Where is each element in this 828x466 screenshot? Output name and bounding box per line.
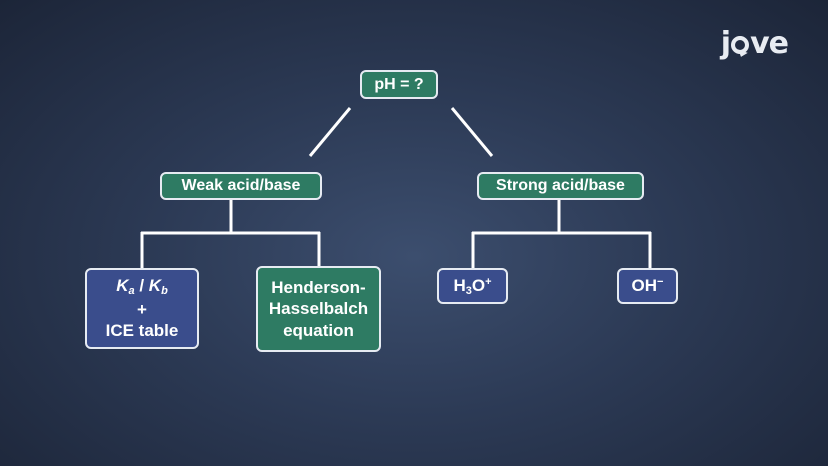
weak-acid-base-node: Weak acid/base xyxy=(160,172,322,200)
root-to-strong-line xyxy=(450,107,494,157)
ka-kb-ice-node: Ka / Kb + ICE table xyxy=(85,268,199,349)
speech-bubble-o-icon xyxy=(731,36,750,54)
oh-label: OH− xyxy=(631,276,664,295)
strong-acid-base-node: Strong acid/base xyxy=(477,172,644,200)
strong-acid-base-label: Strong acid/base xyxy=(496,177,625,194)
ph-root-label: pH = ? xyxy=(374,75,424,93)
ka-kb-line: Ka / Kb xyxy=(116,276,168,298)
root-to-weak-line xyxy=(308,107,352,157)
h3o-node: H3O+ xyxy=(437,268,508,304)
henderson-hasselbalch-node: Henderson- Hasselbalch equation xyxy=(256,266,381,352)
ice-table-line: ICE table xyxy=(105,321,179,341)
weak-acid-base-label: Weak acid/base xyxy=(181,177,301,194)
logo-text-right: ve xyxy=(750,26,789,61)
oh-node: OH− xyxy=(617,268,678,304)
plus-line: + xyxy=(137,300,147,320)
ph-root-node: pH = ? xyxy=(360,70,438,99)
henderson-line1: Henderson- xyxy=(271,278,366,298)
h3o-label: H3O+ xyxy=(453,275,492,297)
henderson-line3: equation xyxy=(283,320,354,340)
henderson-line2: Hasselbalch xyxy=(268,299,369,319)
logo-text-left: j xyxy=(720,26,731,61)
